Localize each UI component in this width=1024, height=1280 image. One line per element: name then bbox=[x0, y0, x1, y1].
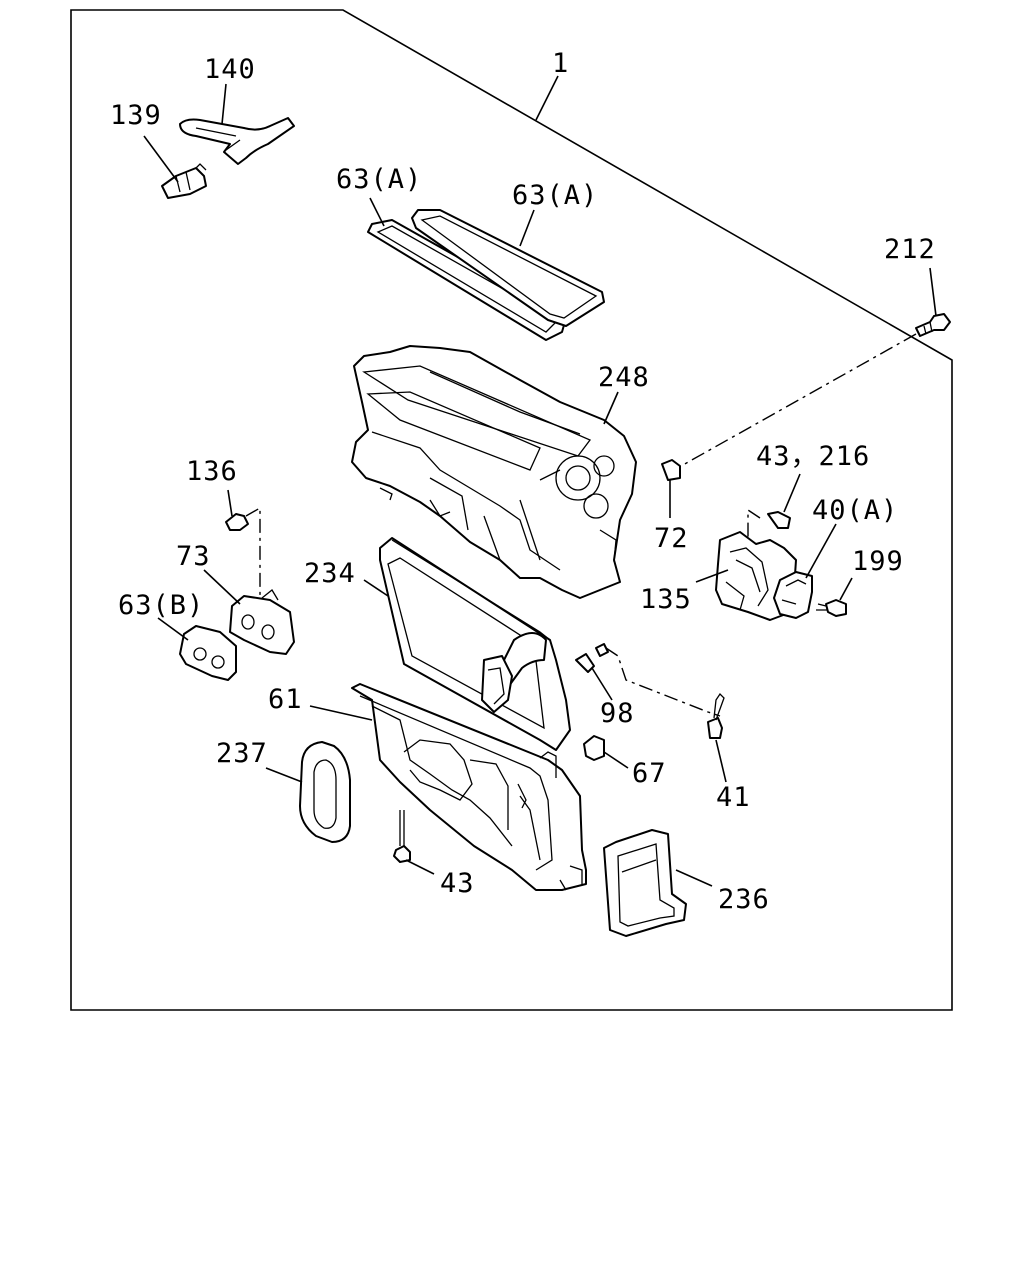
part-139-sensor bbox=[161, 163, 207, 199]
label-61: 61 bbox=[268, 684, 303, 715]
part-98-clip bbox=[575, 643, 609, 673]
label-63a-left: 63(A) bbox=[336, 164, 422, 195]
label-1: 1 bbox=[552, 48, 569, 79]
label-72: 72 bbox=[654, 523, 689, 554]
part-236-duct bbox=[603, 829, 687, 937]
label-63a-right: 63(A) bbox=[512, 180, 598, 211]
part-41-sensor bbox=[707, 692, 725, 739]
label-140: 140 bbox=[204, 54, 256, 85]
part-237-seal bbox=[299, 741, 351, 843]
label-212: 212 bbox=[884, 234, 936, 265]
label-135: 135 bbox=[640, 584, 692, 615]
label-139: 139 bbox=[110, 100, 162, 131]
leader-dash-212-72 bbox=[673, 333, 917, 471]
assembly-frame bbox=[70, 9, 953, 1011]
label-43-216: 43，216 bbox=[756, 441, 870, 472]
part-140-hose bbox=[179, 117, 295, 165]
label-199: 199 bbox=[852, 546, 904, 577]
leader-lines bbox=[143, 75, 937, 887]
label-73: 73 bbox=[176, 541, 211, 572]
part-234-evaporator bbox=[379, 537, 571, 751]
part-248-upper-case bbox=[351, 345, 637, 599]
leader-dash-98-41 bbox=[605, 647, 721, 717]
part-43-screw bbox=[393, 810, 411, 863]
part-63b-seal bbox=[179, 625, 237, 681]
label-98: 98 bbox=[600, 698, 635, 729]
part-67-clip bbox=[583, 735, 605, 761]
label-67: 67 bbox=[632, 758, 667, 789]
part-40a-motor bbox=[773, 571, 813, 619]
label-236: 236 bbox=[718, 884, 770, 915]
part-73-seal bbox=[229, 589, 295, 655]
part-72-clip bbox=[661, 459, 681, 481]
part-43-216-screw bbox=[767, 511, 791, 529]
label-136: 136 bbox=[186, 456, 238, 487]
part-136-screw bbox=[225, 513, 249, 531]
label-237: 237 bbox=[216, 738, 268, 769]
label-248: 248 bbox=[598, 362, 650, 393]
part-199-screw bbox=[816, 599, 847, 617]
part-212-bolt bbox=[915, 313, 951, 337]
part-61-lower-case bbox=[351, 683, 587, 891]
label-63b: 63(B) bbox=[118, 590, 204, 621]
label-40a: 40(A) bbox=[812, 495, 898, 526]
label-234: 234 bbox=[304, 558, 356, 589]
part-63a-gasket-right bbox=[411, 209, 605, 327]
label-41: 41 bbox=[716, 782, 751, 813]
label-43: 43 bbox=[440, 868, 475, 899]
